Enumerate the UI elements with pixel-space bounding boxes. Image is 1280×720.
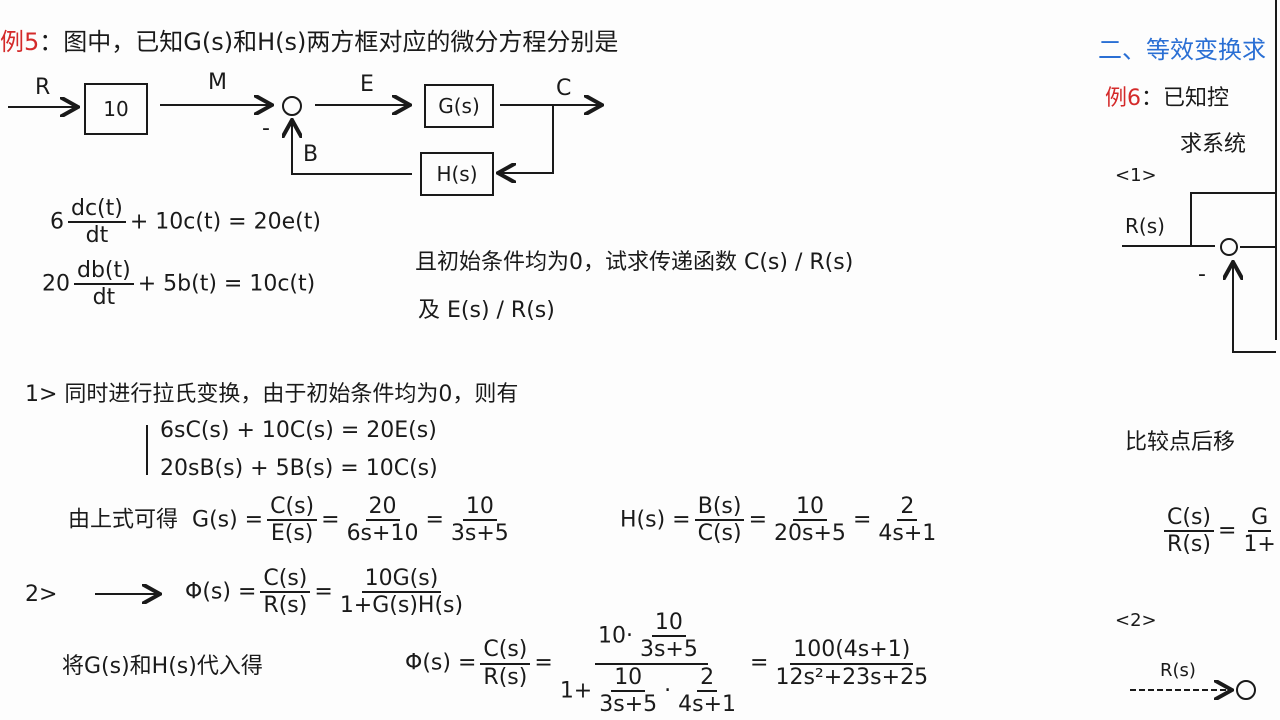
gain-block: 10 [84,83,148,135]
example6-line2: 求系统 [1180,132,1247,157]
case1-label: <1> [1115,165,1157,186]
signal-E: E [360,72,374,97]
H-block: H(s) [420,152,494,196]
R-label-2: R(s) [1160,660,1196,681]
laplace-eq-2: 20sB(s) + 5B(s) = 10C(s) [160,456,438,481]
signal-R: R [35,75,51,100]
signal-B: B [303,142,319,167]
example-label: 例5 [0,28,40,56]
case2-label: <2> [1115,610,1157,631]
step2-label: 2> [25,582,58,607]
step1-text: 1> 同时进行拉氏变换，由于初始条件均为0，则有 [25,382,519,407]
example6-line: 例6：已知控 [1105,86,1230,111]
minus-sign-right: - [1198,262,1206,287]
move-note: 比较点后移 [1125,430,1236,455]
phi-expression: Φ(s) =C(s)R(s)=10G(s)1+G(s)H(s) [185,566,464,619]
minus-sign: - [262,116,270,141]
R-label: R(s) [1125,214,1165,238]
problem-statement: 例5：图中，已知G(s)和H(s)两方框对应的微分方程分别是 [0,22,618,57]
signal-M: M [208,70,227,95]
condition-line-1: 且初始条件均为0，试求传递函数 C(s) / R(s) [415,250,854,275]
G-block: G(s) [424,84,494,128]
substitute-text: 将G(s)和H(s)代入得 [62,654,263,679]
problem-text: ：图中，已知G(s)和H(s)两方框对应的微分方程分别是 [39,28,619,56]
laplace-eq-1: 6sC(s) + 10C(s) = 20E(s) [160,418,437,443]
section-title: 二、等效变换求 [1098,36,1266,64]
signal-C: C [556,76,572,101]
condition-line-2: 及 E(s) / R(s) [418,298,555,323]
